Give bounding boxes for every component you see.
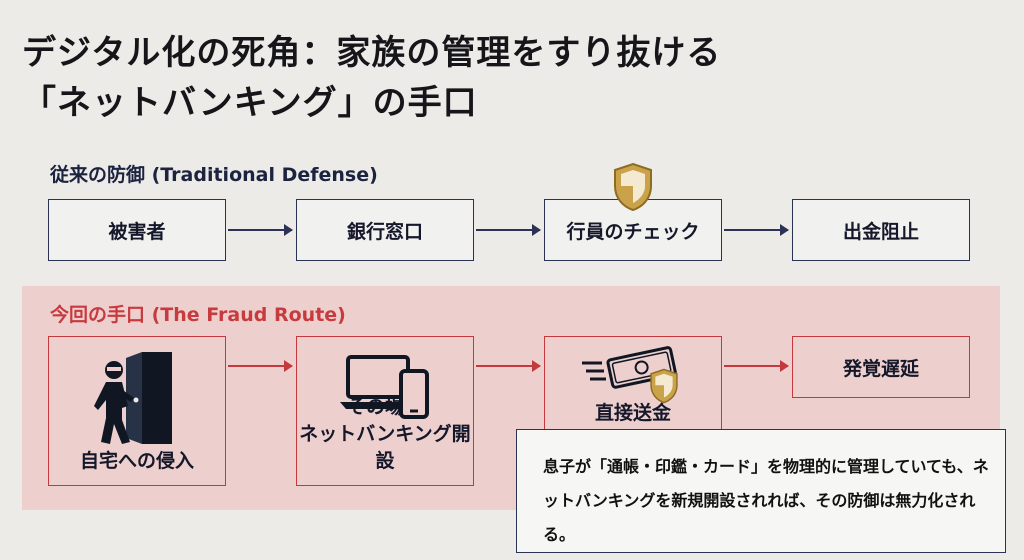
netbanking-setup-label: ネットバンキング開設 xyxy=(299,423,471,472)
note-line-1: 息子が「通帳・印鑑・カード」を物理的に管理していても、ネ xyxy=(543,457,989,476)
page-title: デジタル化の死角：家族の管理をすり抜ける 「ネットバンキング」の手口 xyxy=(22,28,1002,128)
flow-arrow xyxy=(724,360,789,372)
flow-arrow xyxy=(724,224,789,236)
flow-arrow xyxy=(476,360,541,372)
shield-icon xyxy=(650,368,678,404)
explanation-note: 息子が「通帳・印鑑・カード」を物理的に管理していても、ネ ットバンキングを新規開… xyxy=(516,429,1006,553)
withdrawal-blocked-box: 出金阻止 xyxy=(792,199,970,261)
victim-box: 被害者 xyxy=(48,199,226,261)
withdrawal-blocked-label: 出金阻止 xyxy=(842,220,919,243)
traditional-defense-label: 従来の防御 (Traditional Defense) xyxy=(50,164,378,186)
flow-arrow xyxy=(228,360,293,372)
delayed-discovery-box: 発覚遅延 xyxy=(792,336,970,398)
victim-label: 被害者 xyxy=(108,220,166,243)
clerk-check-label: 行員のチェック xyxy=(566,220,700,243)
fraud-route-label: 今回の手口 (The Fraud Route) xyxy=(50,304,346,326)
intruder-door-icon xyxy=(94,352,172,444)
shield-icon xyxy=(614,162,652,212)
bank-counter-box: 銀行窓口 xyxy=(296,199,474,261)
delayed-discovery-label: 発覚遅延 xyxy=(842,357,919,380)
direct-transfer-label: 直接送金 xyxy=(594,402,671,424)
title-line-2: 「ネットバンキング」の手口 xyxy=(22,83,478,123)
flow-arrow xyxy=(228,224,293,236)
title-line-1: デジタル化の死角：家族の管理をすり抜ける xyxy=(22,33,722,73)
home-intrusion-label: 自宅への侵入 xyxy=(79,450,194,472)
flow-arrow xyxy=(476,224,541,236)
smartphone-icon xyxy=(399,369,429,419)
note-line-2: ットバンキングを新規開設されれば、その防御は無力化される。 xyxy=(543,491,976,544)
bank-counter-label: 銀行窓口 xyxy=(346,220,423,243)
